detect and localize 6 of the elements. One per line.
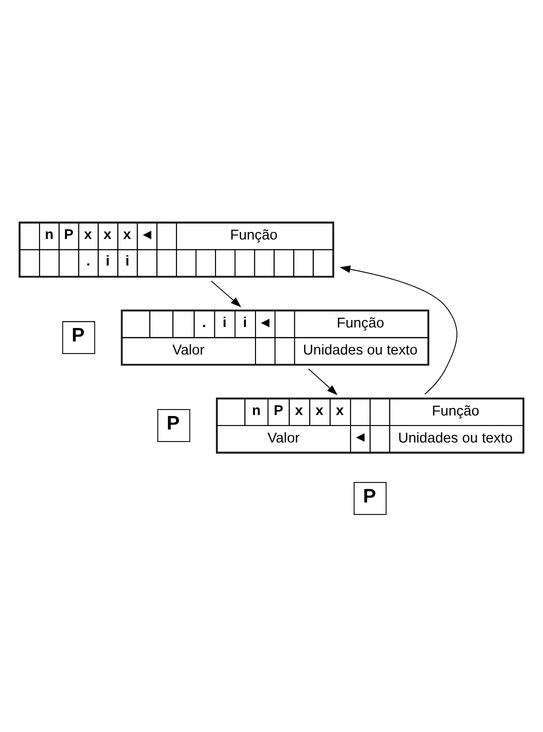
arrow bbox=[340, 265, 458, 394]
node-box: P bbox=[354, 482, 387, 514]
arrow bbox=[308, 368, 338, 395]
node-box: P bbox=[157, 408, 190, 442]
arrow bbox=[210, 280, 242, 307]
node-box: P bbox=[62, 320, 96, 354]
